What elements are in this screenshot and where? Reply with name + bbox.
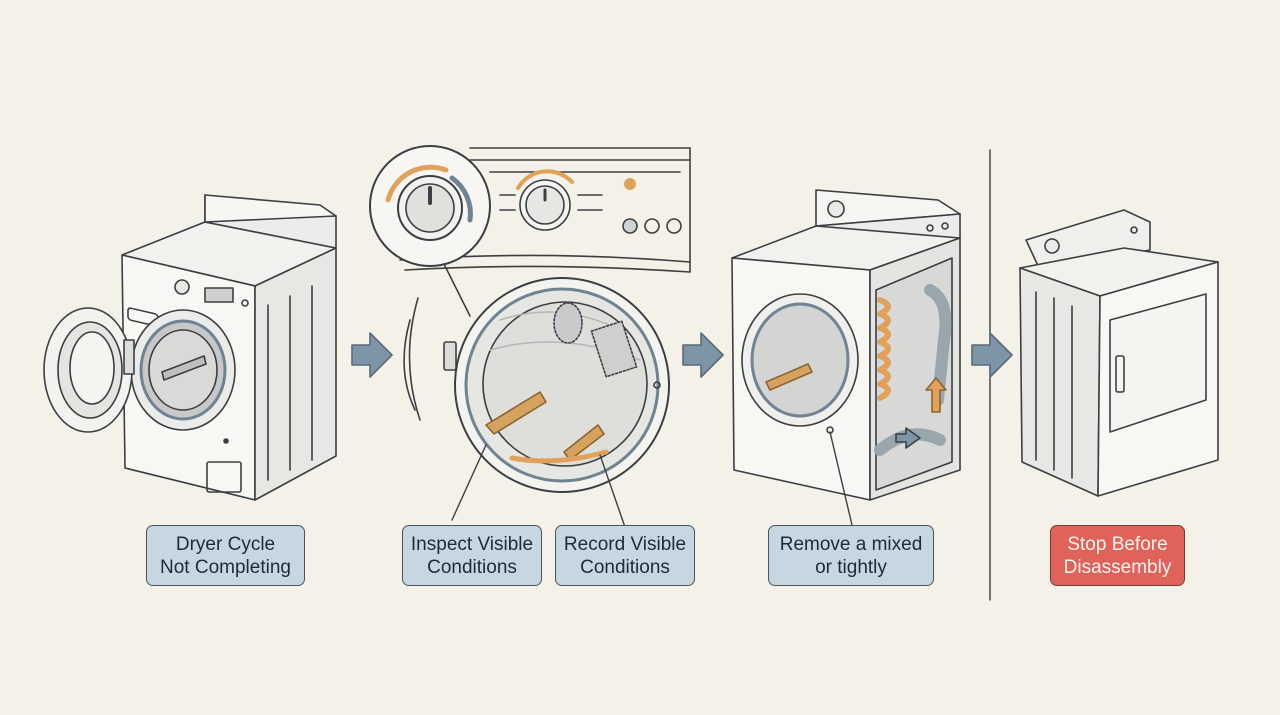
control-panel-icon xyxy=(399,147,691,273)
right-arrow-icon-2 xyxy=(682,332,724,378)
dryer-open-door-icon xyxy=(43,194,337,501)
dryer-closed-icon xyxy=(1019,209,1219,497)
step-label-line: Conditions xyxy=(580,556,670,578)
step-label-line: Conditions xyxy=(427,556,517,578)
step-label-line: Inspect Visible xyxy=(410,533,534,555)
step-label-record: Record Visible Conditions xyxy=(555,525,695,586)
right-arrow-icon-3 xyxy=(971,332,1013,378)
step-label-line: or tightly xyxy=(815,556,887,578)
step-label-inspect: Inspect Visible Conditions xyxy=(402,525,542,586)
right-arrow-icon-1 xyxy=(351,332,393,378)
drum-interior-icon xyxy=(403,277,670,531)
step-label-remove: Remove a mixed or tightly xyxy=(768,525,934,586)
step-label-line: Record Visible xyxy=(563,533,687,555)
step-label-line: Dryer Cycle xyxy=(175,533,276,555)
step-label-line: Disassembly xyxy=(1063,556,1172,578)
step-label-stop: Stop Before Disassembly xyxy=(1050,525,1185,586)
dryer-cutaway-icon xyxy=(731,189,961,526)
step-label-dryer-cycle: Dryer Cycle Not Completing xyxy=(146,525,305,586)
magnifier-knob-icon xyxy=(369,145,491,317)
step-label-line: Not Completing xyxy=(160,556,291,578)
step-label-line: Stop Before xyxy=(1067,533,1168,555)
step-label-line: Remove a mixed xyxy=(779,533,923,555)
